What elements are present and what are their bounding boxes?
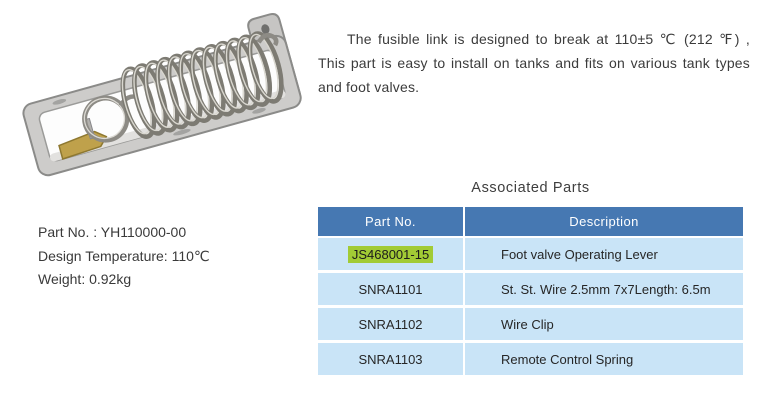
part-no-cell: SNRA1103 [318, 343, 463, 375]
spec-weight: Weight: 0.92kg [38, 271, 132, 287]
associated-parts-section: Associated Parts Part No. Description JS… [318, 180, 743, 378]
intro-line-3: and foot valves. [318, 79, 420, 95]
intro-line-1: The fusible link is designed to break at… [347, 31, 750, 47]
description-cell: St. St. Wire 2.5mm 7x7Length: 6.5m [465, 273, 743, 305]
part-no-cell: JS468001-15 [318, 238, 463, 270]
spec-list: Part No. : YH110000-00 Design Temperatur… [38, 221, 210, 292]
col-header-part-no: Part No. [318, 207, 463, 236]
table-header-row: Part No. Description [318, 207, 743, 236]
table-row: SNRA1101 St. St. Wire 2.5mm 7x7Length: 6… [318, 273, 743, 305]
associated-parts-title: Associated Parts [471, 180, 590, 196]
spec-design-temperature: Design Temperature: 110℃ [38, 247, 210, 264]
description-cell: Remote Control Spring [465, 343, 743, 375]
description-cell: Wire Clip [465, 308, 743, 340]
table-row: JS468001-15 Foot valve Operating Lever [318, 238, 743, 270]
table-row: SNRA1103 Remote Control Spring [318, 343, 743, 375]
highlighted-part-no: JS468001-15 [347, 245, 434, 263]
intro-line-2: This part is easy to install on tanks an… [318, 55, 750, 71]
intro-paragraph: The fusible link is designed to break at… [318, 27, 750, 99]
table-row: SNRA1102 Wire Clip [318, 308, 743, 340]
spec-part-no: Part No. : YH110000-00 [38, 224, 187, 240]
col-header-description: Description [465, 207, 743, 236]
product-photo [22, 13, 302, 177]
part-no-cell: SNRA1102 [318, 308, 463, 340]
description-cell: Foot valve Operating Lever [465, 238, 743, 270]
part-no-cell: SNRA1101 [318, 273, 463, 305]
